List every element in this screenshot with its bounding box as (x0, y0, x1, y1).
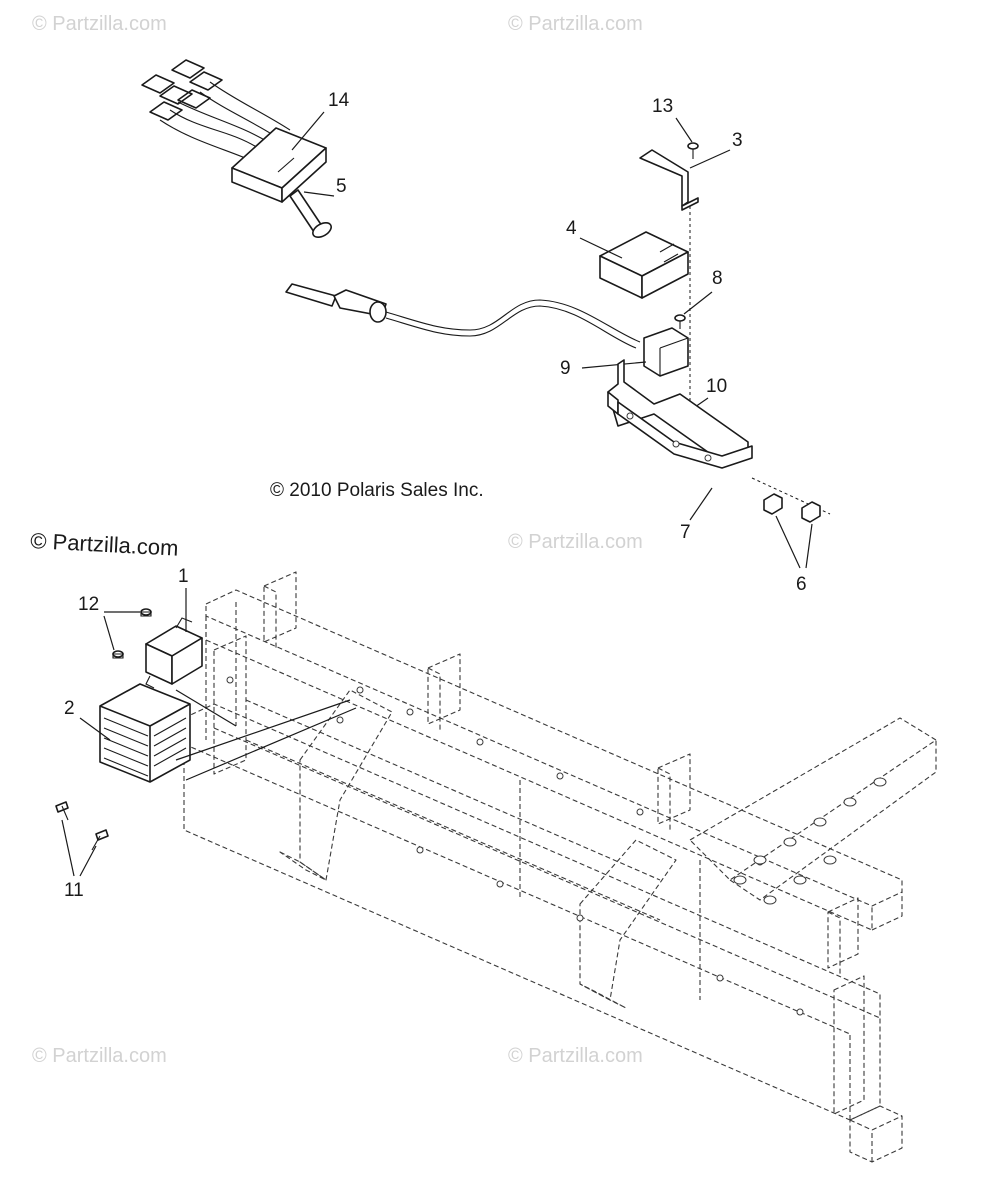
callout-2: 2 (64, 698, 75, 719)
leader-9 (581, 361, 647, 369)
callout-8: 8 (712, 268, 723, 289)
leader-2 (79, 717, 111, 741)
callout-5: 5 (336, 176, 347, 197)
part-3-bracket (639, 149, 699, 211)
callout-1: 1 (178, 566, 189, 587)
callout-13: 13 (652, 96, 673, 117)
partzilla-brand-mark: © Partzilla.com (30, 528, 179, 561)
leader-6 (775, 515, 813, 569)
part-9-sensor (285, 283, 689, 377)
part-8-screw (674, 314, 686, 329)
part-2-regulator (99, 683, 191, 783)
watermark-middle-center: © Partzilla.com (508, 531, 643, 553)
callout-10: 10 (706, 376, 727, 397)
leader-4 (579, 237, 623, 259)
part-1-module (145, 617, 203, 689)
leader-5 (303, 191, 335, 197)
callout-12: 12 (78, 594, 99, 615)
leader-3 (689, 149, 731, 169)
watermark-bottom-left: © Partzilla.com (32, 1045, 167, 1067)
part-11-screws (55, 801, 109, 851)
callout-14: 14 (328, 90, 350, 111)
part-4-relay (599, 231, 689, 299)
leader-14 (291, 111, 325, 151)
link-2-frame (175, 699, 357, 781)
part-5-pin (289, 189, 332, 239)
callout-11: 11 (64, 880, 84, 901)
part-13-screw (687, 142, 699, 159)
watermark-top-center: © Partzilla.com (508, 13, 643, 35)
leader-8 (683, 291, 713, 315)
part-12-screws (112, 608, 152, 659)
copyright-notice: © 2010 Polaris Sales Inc. (270, 480, 484, 501)
leader-7 (689, 487, 713, 521)
part-6-bolts (751, 477, 831, 523)
part-14-harness-module (141, 59, 327, 203)
watermark-bottom-center: © Partzilla.com (508, 1045, 643, 1067)
leader-12 (103, 611, 140, 651)
callout-4: 4 (566, 218, 577, 239)
link-1-frame (175, 689, 237, 727)
part-7-bracket (607, 359, 753, 469)
leader-11 (61, 819, 97, 877)
callout-7: 7 (680, 522, 691, 543)
watermark-top-left: © Partzilla.com (32, 13, 167, 35)
leader-13 (675, 117, 693, 143)
callout-6: 6 (796, 574, 807, 595)
callout-3: 3 (732, 130, 743, 151)
frame-assembly (183, 571, 937, 1163)
callout-9: 9 (560, 358, 571, 379)
